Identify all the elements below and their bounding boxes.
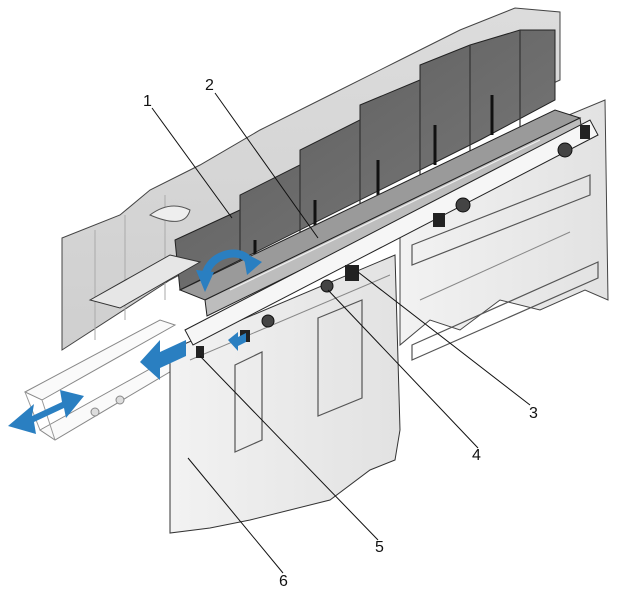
rotate-arrow-icon — [196, 249, 262, 292]
slide-left-arrow-icon — [140, 340, 186, 380]
screw-guide-pin — [320, 279, 334, 293]
cable-holder-bracket — [178, 109, 583, 317]
callout-6: 6 — [279, 573, 288, 590]
callout-5: 5 — [375, 539, 384, 556]
callout-2: 2 — [205, 77, 214, 94]
callout-4: 4 — [472, 447, 481, 464]
callout-3: 3 — [529, 405, 538, 422]
chassis-side-panel — [399, 99, 609, 361]
callout-1: 1 — [143, 93, 152, 110]
callout-leaders — [151, 92, 531, 574]
release-tab — [345, 265, 359, 281]
small-arrow-icon — [228, 332, 246, 351]
front-panel — [169, 254, 401, 534]
bidirectional-arrow-icon — [8, 390, 84, 434]
latch-rail — [184, 119, 599, 358]
